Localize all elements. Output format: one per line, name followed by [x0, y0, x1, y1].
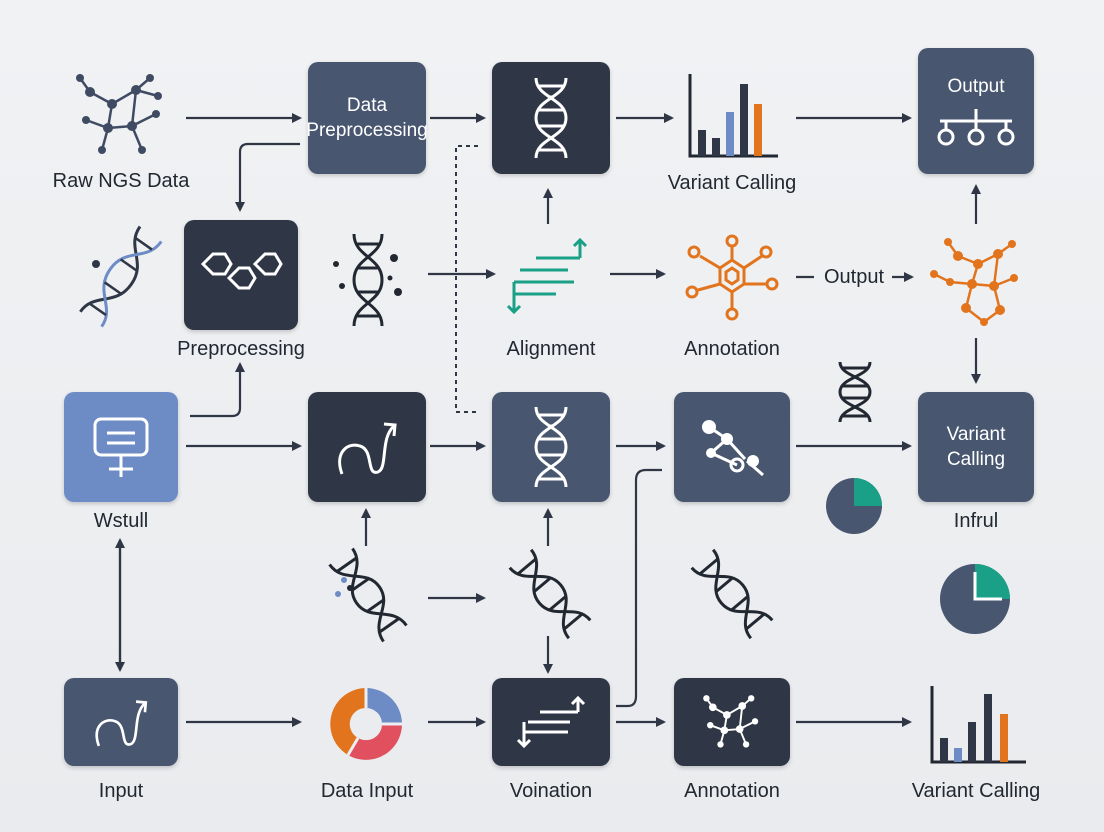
dna-icon-small	[834, 361, 876, 423]
label-input: Input	[98, 780, 144, 802]
network-icon	[70, 70, 170, 160]
orange-network-icon	[928, 234, 1026, 330]
data-preprocessing-line2: Preprocessing	[306, 120, 428, 141]
dotted-connector	[455, 145, 478, 413]
label-raw-ngs-data: Raw NGS Data	[52, 170, 190, 192]
network-icon	[703, 695, 759, 748]
bar-chart-icon-bottom	[928, 686, 1028, 766]
variant-calling-line1: Variant	[946, 424, 1006, 445]
dna-icon-lower-right	[690, 548, 774, 640]
label-preprocessing: Preprocessing	[177, 338, 305, 360]
arrow-datapre-to-preproc	[235, 142, 300, 212]
label-alignment: Alignment	[506, 338, 596, 360]
data-preprocessing-box[interactable]: Data Preprocessing	[306, 62, 428, 174]
variant-calling-box[interactable]: Variant Calling	[918, 392, 1034, 502]
pie-chart-icon	[938, 562, 1012, 636]
dna-helix-icon-left	[78, 224, 163, 328]
hexagon-molecule-icon	[200, 252, 283, 290]
label-variant-calling-bottom: Variant Calling	[911, 780, 1041, 802]
data-preprocessing-line1: Data	[346, 95, 388, 116]
dna-icon-lower-mid	[508, 548, 592, 640]
dna-icon	[534, 406, 568, 488]
dna-icon	[534, 77, 568, 159]
label-wstull: Wstull	[93, 510, 149, 532]
dna-dots-icon	[328, 233, 408, 327]
label-infrul: Infrul	[953, 510, 999, 532]
label-data-input: Data Input	[320, 780, 414, 802]
curve-box[interactable]	[308, 392, 426, 502]
sequence-align-icon	[516, 695, 586, 749]
dna-box-top[interactable]	[492, 62, 610, 174]
arrow-wstull-to-preproc	[190, 362, 245, 418]
sequence-align-icon	[506, 236, 590, 316]
output-box-title: Output	[947, 75, 1005, 97]
arrow-voination-elbow	[616, 468, 662, 708]
annotation-box-bottom[interactable]	[674, 678, 790, 766]
output-box[interactable]: Output	[918, 48, 1034, 174]
preprocessing-box[interactable]	[184, 220, 298, 330]
label-annotation-mid: Annotation	[684, 338, 780, 360]
label-annotation-bottom: Annotation	[684, 780, 780, 802]
dna-box-mid[interactable]	[492, 392, 610, 502]
bar-chart-icon	[686, 74, 780, 160]
flow-tree-icon	[937, 108, 1015, 145]
donut-chart-icon	[326, 684, 406, 764]
wstull-box[interactable]	[64, 392, 178, 502]
label-variant-calling-top: Variant Calling	[667, 172, 797, 194]
branch-icon	[702, 420, 764, 477]
input-box[interactable]	[64, 678, 178, 766]
curve-arrow-icon	[338, 422, 397, 475]
branch-box[interactable]	[674, 392, 790, 502]
variant-calling-line2: Calling	[946, 449, 1006, 470]
label-output-inline: Output	[823, 266, 885, 288]
orange-molecule-icon	[684, 234, 780, 326]
monitor-icon	[93, 417, 149, 477]
voination-box[interactable]	[492, 678, 610, 766]
pie-chart-icon-small	[824, 476, 884, 536]
dna-dots-icon-lower	[326, 547, 410, 643]
curve-arrow-icon	[95, 700, 148, 747]
label-voination: Voination	[509, 780, 593, 802]
